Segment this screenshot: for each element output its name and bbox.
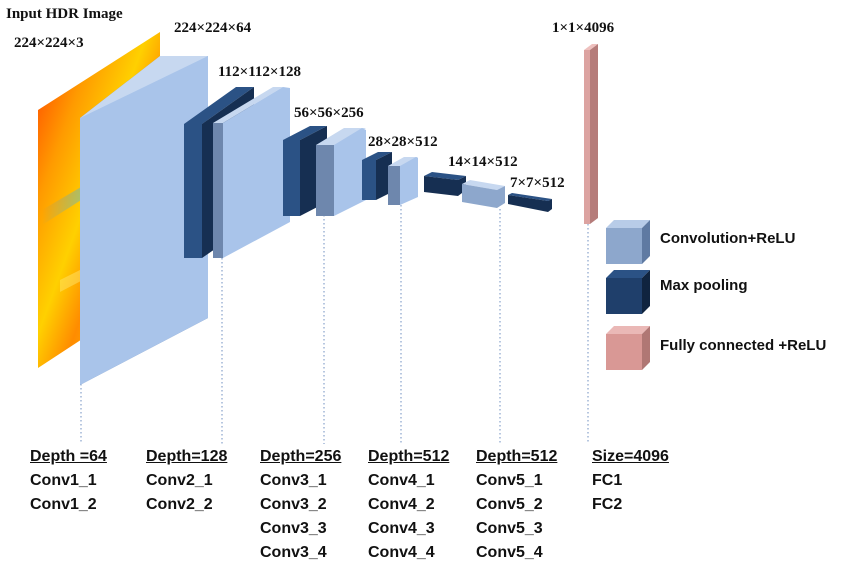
group-item: Conv3_4 bbox=[260, 544, 327, 561]
conv1-block bbox=[80, 56, 208, 385]
group-item: FC2 bbox=[592, 496, 623, 513]
legend-cube-conv bbox=[606, 220, 650, 264]
guide-lines bbox=[80, 205, 589, 444]
conv3-dims-label: 56×56×256 bbox=[294, 105, 364, 121]
group-item: Conv3_2 bbox=[260, 496, 327, 513]
legend-cube-pool bbox=[606, 270, 650, 314]
group-conv3: Depth=256 Conv3_1 Conv3_2 Conv3_3 Conv3_… bbox=[260, 448, 341, 568]
input-dims-label: 224×224×3 bbox=[14, 35, 84, 51]
group-item: Conv4_1 bbox=[368, 472, 435, 489]
pool5-block bbox=[508, 193, 552, 212]
group-conv1: Depth =64 Conv1_1 Conv1_2 bbox=[30, 448, 107, 520]
group-header: Depth=512 bbox=[476, 448, 558, 465]
legend-label-fc: Fully connected +ReLU bbox=[660, 337, 827, 354]
input-title: Input HDR Image bbox=[6, 6, 123, 22]
conv5-pool-block bbox=[424, 172, 466, 196]
group-item: FC1 bbox=[592, 472, 623, 489]
legend-cube-fc bbox=[606, 326, 650, 370]
group-item: Conv2_2 bbox=[146, 496, 213, 513]
group-item: Conv2_1 bbox=[146, 472, 213, 489]
conv5-conv-block bbox=[462, 180, 505, 208]
conv5-dims-label: 14×14×512 bbox=[448, 154, 518, 170]
group-header: Size=4096 bbox=[592, 448, 669, 465]
fc-block bbox=[584, 44, 598, 224]
conv4-dims-label: 28×28×512 bbox=[368, 134, 438, 150]
group-item: Conv5_4 bbox=[476, 544, 543, 561]
pool5-dims-label: 7×7×512 bbox=[510, 175, 565, 191]
conv4-conv-block bbox=[388, 157, 418, 205]
group-item: Conv5_3 bbox=[476, 520, 543, 537]
fc-dims-label: 1×1×4096 bbox=[552, 20, 615, 36]
group-fc: Size=4096 FC1 FC2 bbox=[592, 448, 669, 520]
group-conv5: Depth=512 Conv5_1 Conv5_2 Conv5_3 Conv5_… bbox=[476, 448, 557, 568]
group-item: Conv4_4 bbox=[368, 544, 435, 561]
group-conv2: Depth=128 Conv2_1 Conv2_2 bbox=[146, 448, 227, 520]
legend-label-conv: Convolution+ReLU bbox=[660, 230, 796, 247]
group-header: Depth=128 bbox=[146, 448, 228, 465]
conv1-dims-label: 224×224×64 bbox=[174, 20, 252, 36]
group-item: Conv1_1 bbox=[30, 472, 97, 489]
group-header: Depth=256 bbox=[260, 448, 342, 465]
group-header: Depth =64 bbox=[30, 448, 107, 465]
conv2-conv-block bbox=[213, 87, 290, 258]
conv2-dims-label: 112×112×128 bbox=[218, 64, 301, 80]
group-item: Conv1_2 bbox=[30, 496, 97, 513]
group-item: Conv4_3 bbox=[368, 520, 435, 537]
legend-label-pool: Max pooling bbox=[660, 277, 748, 294]
group-item: Conv4_2 bbox=[368, 496, 435, 513]
group-item: Conv3_3 bbox=[260, 520, 327, 537]
group-header: Depth=512 bbox=[368, 448, 450, 465]
group-item: Conv5_1 bbox=[476, 472, 543, 489]
group-item: Conv3_1 bbox=[260, 472, 327, 489]
group-item: Conv5_2 bbox=[476, 496, 543, 513]
group-conv4: Depth=512 Conv4_1 Conv4_2 Conv4_3 Conv4_… bbox=[368, 448, 449, 568]
conv4-pool-block bbox=[362, 152, 392, 200]
conv3-conv-block bbox=[316, 128, 366, 216]
